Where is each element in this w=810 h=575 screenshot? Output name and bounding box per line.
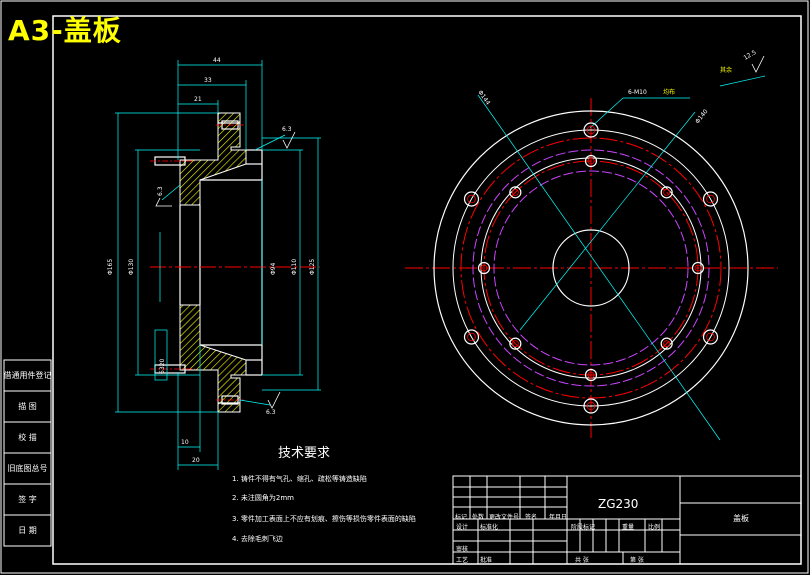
- inner-bolt-hole: [509, 186, 522, 199]
- outer-bolt-hole: [583, 122, 599, 138]
- roughness-6-3-c: 6.3: [266, 409, 276, 416]
- tb-label-review: 审核: [456, 546, 469, 553]
- side-table-row-tracing: 描 图: [18, 402, 37, 411]
- tb-label-stage-mark: 阶段标记: [571, 524, 596, 531]
- tb-label-design: 设计: [456, 524, 469, 531]
- inner-bolt-hole: [584, 368, 598, 382]
- inner-bolt-hole: [660, 337, 673, 350]
- tech-requirement-1: 1. 铸件不得有气孔、缩孔、疏松等铸造缺陷: [232, 475, 367, 483]
- title-block-material: ZG230: [598, 497, 639, 511]
- tb-label-process: 工艺: [456, 557, 469, 564]
- bore-circle: [552, 229, 630, 307]
- inner-bolt-hole: [660, 186, 673, 199]
- section-dimensions: [115, 60, 321, 470]
- roughness-6-3-a: 6.3: [282, 126, 292, 133]
- inner-bolt-hole-inner: [587, 371, 595, 379]
- side-table-row-date: 日 期: [18, 526, 37, 535]
- inner-pcd-circle: [483, 160, 699, 376]
- bolt-holes: [463, 122, 719, 414]
- dim-21: 21: [194, 96, 202, 103]
- dim-33: 33: [204, 77, 212, 84]
- thread-note-suffix: 均布: [663, 88, 675, 96]
- inner-bolt-hole: [584, 154, 598, 168]
- side-table-row-register: 借通用件登记: [3, 371, 52, 380]
- side-table-row-signature: 签 字: [18, 495, 37, 504]
- tb-label-date: 年月日: [549, 514, 568, 521]
- outer-bolt-hole-inner: [467, 194, 476, 204]
- outer-bolt-hole-inner: [706, 194, 715, 204]
- inner-bolt-hole-inner: [694, 264, 702, 272]
- tb-label-sign: 签名: [525, 514, 538, 521]
- tb-label-count: 处数: [472, 514, 485, 521]
- sheet-label: A3-盖板: [8, 14, 122, 47]
- inner-bolt-hole-inner: [663, 340, 671, 348]
- recess-circle: [493, 170, 689, 366]
- tb-label-sheet: 第 张: [630, 557, 644, 564]
- dim-phi125: Φ125: [309, 259, 316, 275]
- tb-label-sheets: 共 张: [575, 557, 589, 564]
- pcd-label-1: Φ144: [476, 89, 491, 106]
- surface-remark: 其余: [720, 66, 732, 74]
- plan-leaders: [477, 75, 766, 441]
- dim-phi130: Φ130: [128, 259, 135, 275]
- dim-phi94: Φ94: [270, 262, 277, 275]
- tb-label-scale: 比例: [648, 524, 661, 531]
- outer-bolt-hole: [463, 191, 480, 207]
- inner-bolt-hole: [477, 261, 491, 275]
- inner-bolt-hole-inner: [663, 188, 671, 196]
- surface-roughness-value: 12.5: [743, 49, 758, 62]
- inner-bolt-hole: [691, 261, 705, 275]
- tb-label-standard: 标准化: [480, 524, 499, 531]
- inner-bolt-hole-inner: [480, 264, 488, 272]
- plan-view: Φ144 Φ140 6-M10 均布 12.5 其余: [405, 49, 778, 441]
- dim-10: 10: [181, 439, 189, 446]
- side-table-row-check: 校 描: [18, 433, 37, 442]
- dim-phi110: Φ110: [291, 259, 298, 275]
- inner-bolt-hole-inner: [511, 188, 519, 196]
- tech-requirement-2: 2. 未注圆角为2mm: [232, 494, 294, 502]
- tb-label-mark: 标记: [455, 514, 468, 521]
- roughness-symbols: [155, 131, 296, 409]
- section-view: 44 33 21 10 20 Φ165 Φ130 Φ94 Φ110 Φ125 6…: [107, 57, 321, 470]
- thread-note: 6-M10: [628, 89, 647, 96]
- outer-bolt-hole-inner: [706, 332, 715, 342]
- outer-bolt-hole-inner: [586, 401, 596, 411]
- title-block-grid: [452, 475, 802, 565]
- roughness-6-3-b: 6.3: [157, 186, 164, 196]
- pcd-label-2: Φ140: [694, 108, 710, 125]
- dim-44: 44: [213, 57, 221, 64]
- outer-bolt-hole-inner: [467, 332, 476, 342]
- dim-20: 20: [192, 457, 200, 464]
- side-table-grid: [3, 359, 52, 547]
- bolt-circle: [472, 149, 710, 387]
- inner-border: [52, 15, 802, 565]
- flange-circle: [452, 129, 730, 407]
- outer-bolt-hole: [702, 329, 719, 345]
- tb-label-doc-no: 更改文件号: [489, 514, 520, 521]
- outer-bolt-hole: [702, 191, 719, 207]
- outer-bolt-hole-inner: [586, 125, 596, 135]
- outer-bolt-hole: [463, 329, 480, 345]
- inner-bolt-hole-inner: [511, 340, 519, 348]
- section-hatch: [179, 112, 247, 413]
- dim-phi165: Φ165: [107, 259, 114, 275]
- tech-requirement-4: 4. 去除毛刺飞边: [232, 535, 283, 543]
- outer-rim-circle: [433, 110, 749, 426]
- tb-label-weight: 重量: [622, 524, 635, 531]
- tech-requirements-title: 技术要求: [278, 446, 331, 461]
- roughness-12-5-symbol: [751, 55, 765, 73]
- side-table-row-old-number: 旧底图总号: [7, 464, 48, 473]
- tb-label-approve: 批准: [480, 557, 493, 564]
- tech-requirement-3: 3. 零件加工表面上不应有划痕、擦伤等损伤零件表面的缺陷: [232, 515, 416, 523]
- title-block-part-name: 盖板: [733, 514, 749, 523]
- outer-pcd-circle: [460, 137, 722, 399]
- outer-bolt-hole: [583, 398, 599, 414]
- bearing-label: 6320: [159, 359, 166, 374]
- inner-bolt-hole: [509, 337, 522, 350]
- inner-bolt-hole-inner: [587, 157, 595, 165]
